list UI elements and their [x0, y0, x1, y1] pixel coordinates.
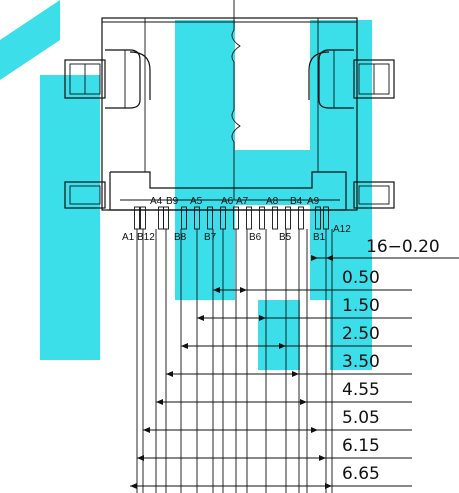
pin	[298, 206, 304, 230]
arrow-head	[156, 399, 163, 405]
arrow-head	[130, 483, 137, 489]
pin	[181, 206, 187, 230]
pin-label: A6	[221, 196, 234, 207]
pin	[272, 206, 278, 230]
dimension-values: 0.50 1.50 2.50 3.50 4.55 5.05 6.15 6.65	[342, 268, 380, 484]
arrow-head	[197, 315, 204, 321]
dimension-value: 4.55	[342, 380, 380, 400]
arrow-head	[300, 399, 307, 405]
pin-label: B7	[204, 232, 217, 243]
pin	[259, 206, 265, 230]
pin-label: B8	[174, 232, 187, 243]
arrow-head	[166, 371, 173, 377]
left-mounting-tab	[64, 49, 151, 209]
pin-label: B4	[290, 196, 303, 207]
pin-label: B12	[137, 232, 155, 243]
pin-label: A4	[150, 196, 163, 207]
arrow-head	[181, 343, 188, 349]
pin-label: A8	[266, 196, 279, 207]
pin-label: A5	[190, 196, 203, 207]
pin	[285, 206, 291, 230]
dimension-value: 6.15	[342, 436, 380, 456]
pin-label: B9	[166, 196, 179, 207]
arrow-head	[311, 427, 318, 433]
extension-lines	[136, 229, 333, 493]
dimension-value: 0.50	[342, 268, 380, 288]
pin-label: A1	[122, 232, 135, 243]
pin-label: B6	[249, 232, 262, 243]
connector-body	[101, 17, 358, 211]
right-mounting-tab	[308, 49, 395, 209]
dimension-lines	[130, 287, 412, 489]
dimension-value: 3.50	[342, 352, 380, 372]
arrow-head	[325, 483, 332, 489]
pin-labels-bottom: A1 B12 B8 B7 B6 B5 B1 A12	[122, 224, 351, 243]
arrow-head	[279, 343, 286, 349]
arrow-head	[143, 427, 150, 433]
arrow-head	[292, 371, 299, 377]
dimension-value: 1.50	[342, 296, 380, 316]
pin-label: A7	[236, 196, 249, 207]
pin	[246, 206, 252, 230]
arrow-head	[240, 287, 247, 293]
pitch-dimension: 16−0.20	[311, 237, 459, 261]
pin-label: A9	[307, 196, 320, 207]
center-break-line	[231, 0, 241, 200]
arrow-head	[137, 455, 144, 461]
pin	[315, 206, 321, 230]
arrow-head	[259, 315, 266, 321]
dimension-value: 6.65	[342, 464, 380, 484]
arrow-head	[319, 455, 326, 461]
pin-labels-top: A4 B9 A5 A6 A7 A8 B4 A9	[150, 196, 320, 207]
pin	[207, 206, 213, 230]
pin-label: B5	[279, 232, 292, 243]
dimension-value: 5.05	[342, 408, 380, 428]
arrow-head	[213, 287, 220, 293]
pitch-label: 16−0.20	[366, 237, 440, 257]
dimension-value: 2.50	[342, 324, 380, 344]
pin-label: A12	[333, 224, 351, 235]
pin-label: B1	[313, 232, 326, 243]
